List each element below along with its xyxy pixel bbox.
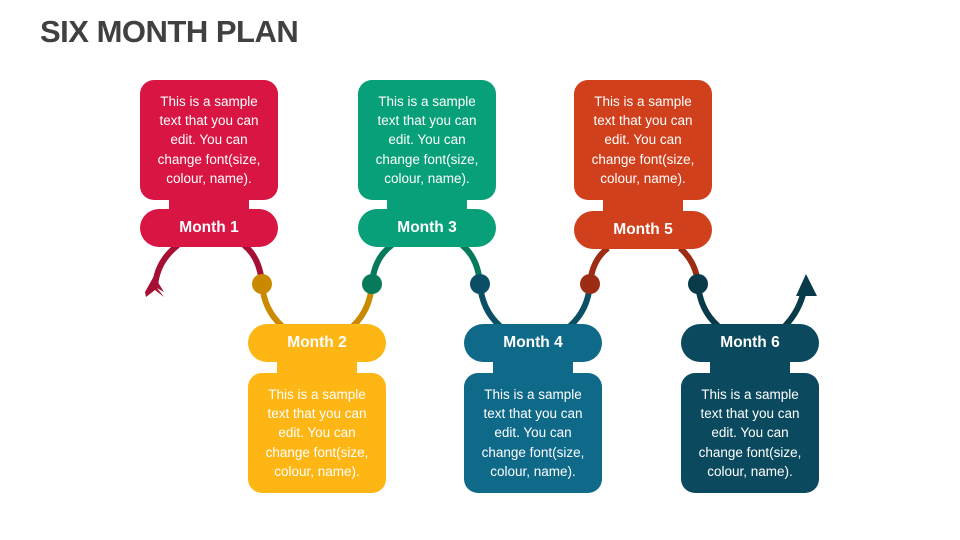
month-1-neck [169,198,249,212]
arc-m1-left [152,242,180,289]
month-2-neck [277,360,357,374]
month-4-label: Month 4 [464,324,602,362]
month-5-neck [603,198,683,212]
month-3-label: Month 3 [358,209,496,247]
month-5-card: This is a sample text that you can edit.… [574,80,712,200]
month-3-card: This is a sample text that you can edit.… [358,80,496,200]
month-6-neck [710,360,790,374]
month-4-neck [493,360,573,374]
dot-1 [252,274,272,294]
month-1-label: Month 1 [140,209,278,247]
month-1-card: This is a sample text that you can edit.… [140,80,278,200]
month-6-card: This is a sample text that you can edit.… [681,373,819,493]
month-2-card: This is a sample text that you can edit.… [248,373,386,493]
page-title: SIX MONTH PLAN [40,14,299,49]
month-5-label: Month 5 [574,211,712,249]
arrow-head-icon [796,274,817,296]
dot-3 [470,274,490,294]
dot-5 [688,274,708,294]
month-6-label: Month 6 [681,324,819,362]
dot-4 [580,274,600,294]
month-4-card: This is a sample text that you can edit.… [464,373,602,493]
month-2-label: Month 2 [248,324,386,362]
dot-2 [362,274,382,294]
arrow-tail-icon [145,276,164,297]
month-3-neck [387,198,467,212]
